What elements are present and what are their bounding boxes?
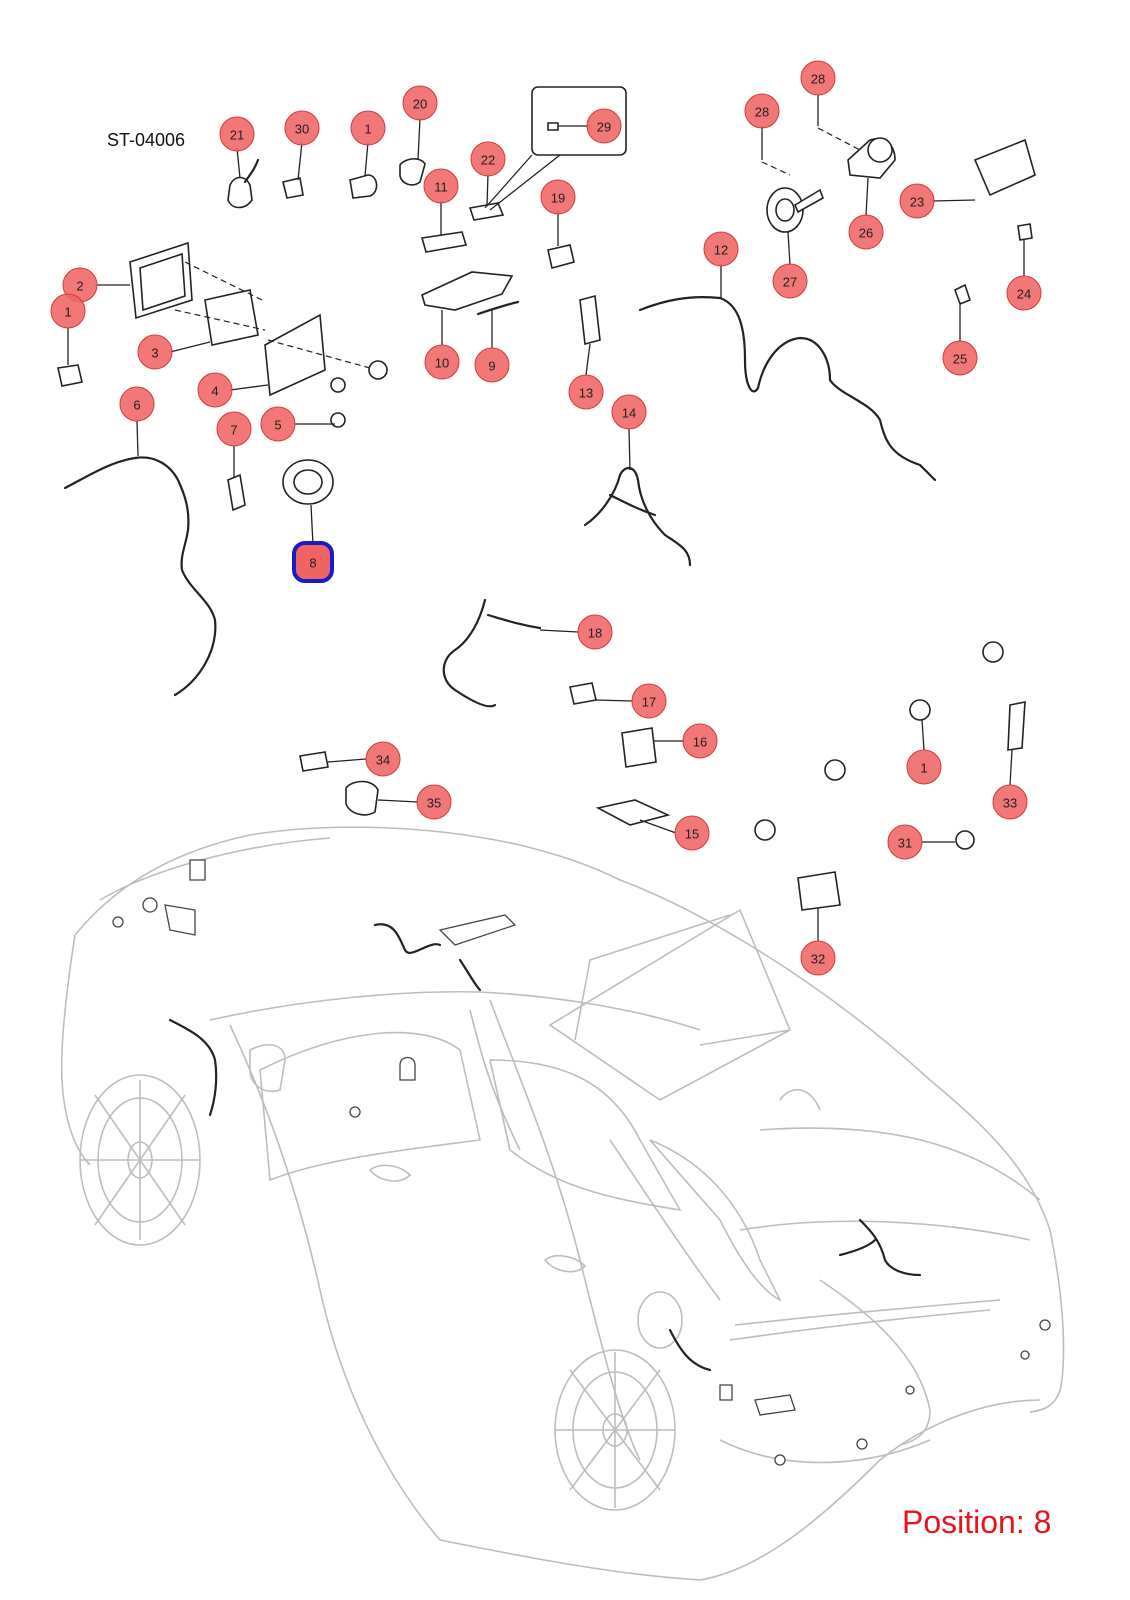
callout-bubble[interactable]: [800, 940, 836, 976]
selected-callout-highlight[interactable]: [292, 541, 334, 583]
callout-31[interactable]: 31: [887, 824, 923, 860]
callout-bubble[interactable]: [50, 293, 86, 329]
callout-28[interactable]: 28: [744, 93, 780, 129]
callout-26[interactable]: 26: [848, 214, 884, 250]
callout-bubble[interactable]: [119, 386, 155, 422]
callout-bubble[interactable]: [674, 815, 710, 851]
callout-14[interactable]: 14: [611, 394, 647, 430]
callout-1[interactable]: 1: [906, 749, 942, 785]
callout-bubble[interactable]: [260, 406, 296, 442]
callout-bubble[interactable]: [611, 394, 647, 430]
callout-bubble[interactable]: [402, 85, 438, 121]
callout-19[interactable]: 19: [540, 179, 576, 215]
callout-bubble[interactable]: [631, 683, 667, 719]
callout-15[interactable]: 15: [674, 815, 710, 851]
callout-bubble[interactable]: [744, 93, 780, 129]
diagram-id: ST-04006: [107, 130, 186, 150]
callout-35[interactable]: 35: [416, 784, 452, 820]
callout-11[interactable]: 11: [423, 168, 459, 204]
callout-bubble[interactable]: [216, 411, 252, 447]
callout-21[interactable]: 21: [219, 116, 255, 152]
callout-bubble[interactable]: [577, 614, 613, 650]
callout-bubble[interactable]: [942, 340, 978, 376]
callout-bubble[interactable]: [540, 179, 576, 215]
callout-bubble[interactable]: [365, 741, 401, 777]
callout-bubble[interactable]: [899, 183, 935, 219]
callout-29[interactable]: 29: [586, 108, 622, 144]
callout-bubble[interactable]: [474, 347, 510, 383]
callout-1[interactable]: 1: [50, 293, 86, 329]
callout-25[interactable]: 25: [942, 340, 978, 376]
callout-bubble[interactable]: [906, 749, 942, 785]
callout-bubble[interactable]: [470, 141, 506, 177]
callout-12[interactable]: 12: [703, 231, 739, 267]
callout-27[interactable]: 27: [772, 263, 808, 299]
callout-28[interactable]: 28: [800, 60, 836, 96]
parts: [57, 86, 1036, 911]
callout-bubble[interactable]: [284, 110, 320, 146]
callout-bubble[interactable]: [800, 60, 836, 96]
callout-3[interactable]: 3: [137, 334, 173, 370]
callout-16[interactable]: 16: [682, 723, 718, 759]
callout-bubble[interactable]: [350, 110, 386, 146]
callout-bubble[interactable]: [848, 214, 884, 250]
position-label: Position: 8: [902, 1504, 1052, 1540]
callout-bubble[interactable]: [703, 231, 739, 267]
callout-30[interactable]: 30: [284, 110, 320, 146]
callout-24[interactable]: 24: [1006, 275, 1042, 311]
callout-bubble[interactable]: [423, 168, 459, 204]
callout-bubble[interactable]: [1006, 275, 1042, 311]
callout-bubble[interactable]: [682, 723, 718, 759]
callout-bubble[interactable]: [772, 263, 808, 299]
callout-bubble[interactable]: [137, 334, 173, 370]
callout-18[interactable]: 18: [577, 614, 613, 650]
callout-20[interactable]: 20: [402, 85, 438, 121]
callout-bubble[interactable]: [197, 372, 233, 408]
callout-bubble[interactable]: [992, 784, 1028, 820]
callout-bubble[interactable]: [568, 374, 604, 410]
callout-9[interactable]: 9: [474, 347, 510, 383]
callout-bubble[interactable]: [586, 108, 622, 144]
callout-4[interactable]: 4: [197, 372, 233, 408]
callout-10[interactable]: 10: [424, 344, 460, 380]
leader-lines: [67, 94, 1025, 941]
callout-selected[interactable]: 8: [292, 541, 334, 583]
callout-bubble[interactable]: [416, 784, 452, 820]
callout-7[interactable]: 7: [216, 411, 252, 447]
vehicle-outline: [60, 826, 1065, 1581]
callout-bubble[interactable]: [424, 344, 460, 380]
callout-bubble[interactable]: [219, 116, 255, 152]
callout-23[interactable]: 23: [899, 183, 935, 219]
callout-34[interactable]: 34: [365, 741, 401, 777]
callout-17[interactable]: 17: [631, 683, 667, 719]
callout-22[interactable]: 22: [470, 141, 506, 177]
callout-13[interactable]: 13: [568, 374, 604, 410]
callout-bubble[interactable]: [887, 824, 923, 860]
callout-32[interactable]: 32: [800, 940, 836, 976]
installed-parts: [112, 859, 1051, 1466]
callout-33[interactable]: 33: [992, 784, 1028, 820]
callout-1[interactable]: 1: [350, 110, 386, 146]
callout-6[interactable]: 6: [119, 386, 155, 422]
callout-5[interactable]: 5: [260, 406, 296, 442]
